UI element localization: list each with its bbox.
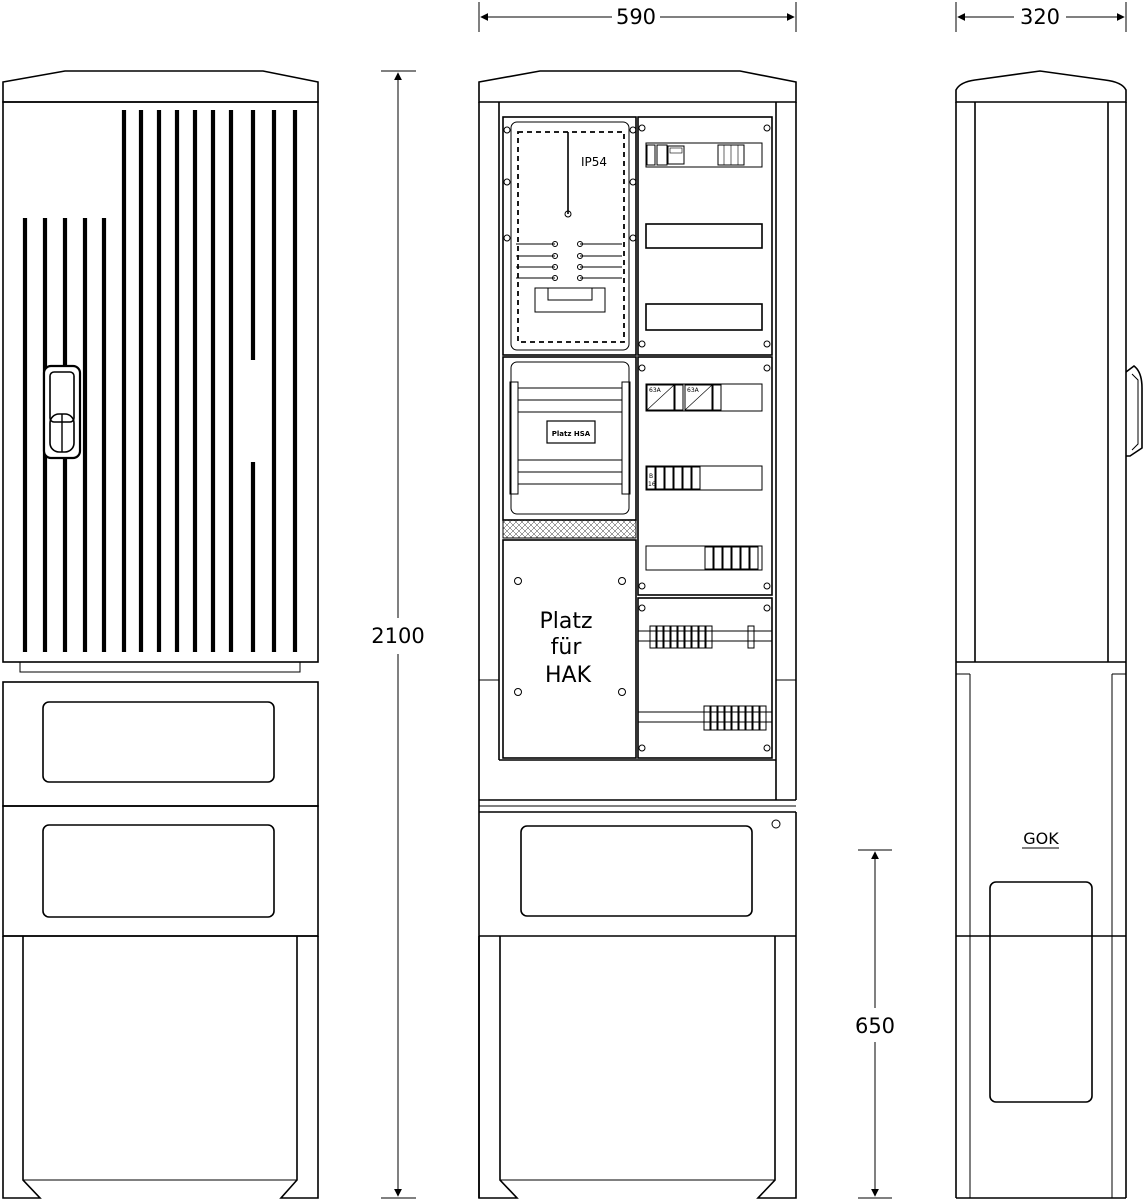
meter-field: IP54	[502, 116, 637, 356]
height-2100-value: 2100	[371, 624, 424, 648]
door-handle	[42, 364, 82, 460]
mcb-type-label: B	[649, 473, 653, 480]
hak-label-line2: für	[551, 635, 583, 660]
dimension-height-2100: 2100	[371, 70, 425, 1199]
hak-label-line1: Platz	[539, 609, 592, 634]
hsa-field: Platz HSA	[502, 356, 637, 539]
terminal-row-1	[649, 625, 755, 649]
width-320-value: 320	[1020, 5, 1060, 29]
distribution-panel-middle: 63A 63A B 16	[637, 356, 773, 596]
width-590-value: 590	[616, 5, 656, 29]
side-cabinet-view: GOK	[955, 70, 1143, 1199]
mcb-row-1: B 16	[646, 466, 701, 490]
dimension-width-320: 320	[955, 2, 1127, 32]
gok-label: GOK	[1023, 829, 1059, 848]
terminal-row-2	[703, 705, 767, 731]
ip54-label: IP54	[581, 155, 607, 169]
closed-cabinet-view	[2, 70, 319, 1199]
dimension-height-650: 650	[855, 849, 895, 1199]
open-cabinet-view: IP54	[478, 70, 797, 1199]
breaker-63a-1: 63A	[649, 387, 662, 394]
height-650-value: 650	[855, 1014, 895, 1038]
distribution-panel-top	[637, 116, 773, 356]
hak-field: Platz für HAK	[502, 539, 637, 759]
meter-terminals	[516, 241, 622, 281]
platz-hsa-label: Platz HSA	[552, 430, 591, 438]
mcb-row-2	[704, 546, 759, 570]
hak-label-line3: HAK	[545, 663, 592, 688]
mcb-rating-label: 16	[648, 481, 656, 488]
dimension-width-590: 590	[478, 2, 797, 32]
terminal-panel-bottom	[637, 597, 773, 759]
breaker-63a-2: 63A	[687, 387, 700, 394]
vent-slots-upper	[121, 110, 298, 652]
